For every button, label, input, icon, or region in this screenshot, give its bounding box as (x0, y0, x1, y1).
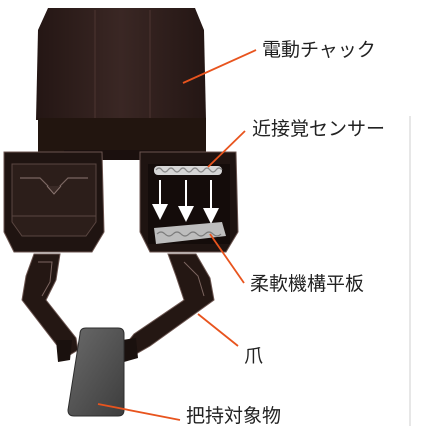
leader-claw (197, 313, 239, 347)
electric-chuck (36, 8, 206, 160)
leader-lines (97, 49, 257, 421)
left-claw (21, 253, 79, 362)
leader-plate (209, 233, 245, 284)
flexible-plate (154, 222, 226, 244)
motion-arrows (152, 180, 219, 224)
right-claw (122, 253, 215, 362)
proximity-sensor (154, 166, 223, 175)
leader-sensor (207, 130, 246, 168)
leader-chuck (182, 49, 257, 84)
grasped-object (67, 327, 125, 417)
label-grasped-object: 把持対象物 (186, 405, 281, 426)
label-proximity-sensor: 近接覚センサー (252, 118, 385, 140)
label-electric-chuck: 電動チャック (262, 39, 376, 61)
label-flexible-plate: 柔軟機構平板 (250, 273, 364, 295)
leader-object (97, 403, 181, 421)
left-jaw-housing (3, 151, 105, 253)
label-claw: 爪 (244, 345, 263, 367)
